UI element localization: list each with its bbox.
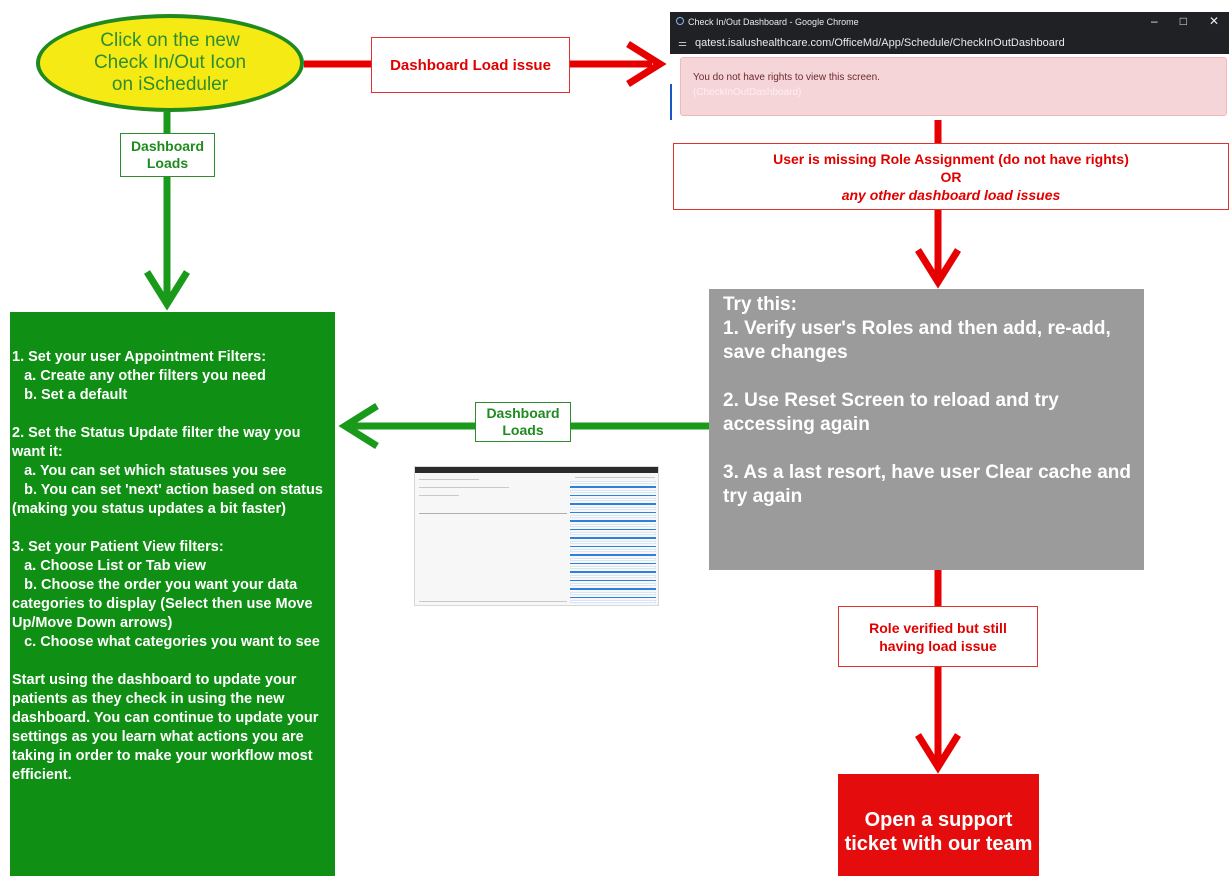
setup-paragraph: Start using the dashboard to update your… [12, 672, 323, 783]
try-this-step: 1. Verify user's Roles and then add, re-… [723, 318, 1117, 363]
arrowhead-to-setup [144, 270, 190, 311]
thumbnail-line [575, 477, 655, 478]
label-dashboard-loads-top: Dashboard Loads [120, 133, 215, 177]
try-this-heading: Try this: [723, 294, 797, 315]
label-dashboard-loads-mid: Dashboard Loads [475, 402, 571, 442]
arrowhead-to-browser [626, 41, 667, 87]
browser-window-title: Check In/Out Dashboard - Google Chrome [688, 17, 859, 27]
setup-paragraph: 2. Set the Status Update filter the way … [12, 425, 323, 517]
dashboard-thumbnail [414, 466, 659, 606]
alert-message: You do not have rights to view this scre… [693, 72, 880, 83]
window-controls: – □ ✕ [1151, 14, 1219, 28]
try-this-step: 3. As a last resort, have user Clear cac… [723, 462, 1137, 507]
setup-steps-panel: 1. Set your user Appointment Filters: a.… [10, 312, 335, 876]
label-missing-role: User is missing Role Assignment (do not … [673, 143, 1229, 210]
browser-title-bar: Check In/Out Dashboard - Google Chrome –… [670, 12, 1229, 32]
start-node-oval: Click on the new Check In/Out Icon on iS… [36, 14, 304, 112]
browser-content: You do not have rights to view this scre… [670, 54, 1229, 120]
thumbnail-line [419, 487, 509, 488]
minimize-icon[interactable]: – [1151, 14, 1158, 28]
thumbnail-category-list [570, 481, 656, 603]
maximize-icon[interactable]: □ [1179, 14, 1187, 28]
thumbnail-header-bar [415, 467, 658, 473]
setup-paragraph: 3. Set your Patient View filters: a. Cho… [12, 539, 320, 650]
setup-paragraph-spacer [12, 519, 329, 538]
close-icon[interactable]: ✕ [1208, 14, 1219, 28]
arrowhead-to-support [915, 733, 961, 774]
no-rights-alert: You do not have rights to view this scre… [680, 57, 1227, 116]
setup-paragraph-spacer [12, 652, 329, 671]
missing-role-line1: User is missing Role Assignment (do not … [773, 150, 1129, 167]
loading-spinner-icon [676, 17, 684, 25]
content-edge-accent [670, 84, 672, 120]
thumbnail-line [419, 495, 459, 496]
thumbnail-line [419, 601, 567, 602]
browser-window: Check In/Out Dashboard - Google Chrome –… [670, 12, 1229, 120]
try-this-spacer [723, 437, 1134, 461]
missing-role-line2: OR [940, 168, 962, 185]
try-this-spacer [723, 365, 1134, 389]
thumbnail-line [419, 479, 479, 480]
arrowhead-to-trythis [915, 248, 961, 289]
alert-subtext: (CheckInOutDashboard) [693, 87, 802, 98]
try-this-panel: Try this: 1. Verify user's Roles and the… [709, 289, 1144, 570]
try-this-step: 2. Use Reset Screen to reload and try ac… [723, 390, 1065, 435]
label-role-verified: Role verified but still having load issu… [838, 606, 1038, 667]
setup-paragraph: 1. Set your user Appointment Filters: a.… [12, 349, 267, 403]
arrowhead-to-setup-left [338, 403, 379, 449]
thumbnail-line [419, 513, 567, 514]
address-url[interactable]: qatest.isalushealthcare.com/OfficeMd/App… [694, 37, 1065, 49]
address-bar[interactable]: ⚌ qatest.isalushealthcare.com/OfficeMd/A… [670, 32, 1229, 54]
label-dashboard-load-issue: Dashboard Load issue [371, 37, 570, 93]
site-settings-icon[interactable]: ⚌ [678, 37, 687, 49]
missing-role-line3: any other dashboard load issues [841, 186, 1061, 203]
support-ticket-panel: Open a support ticket with our team [838, 774, 1039, 876]
setup-paragraph-spacer [12, 405, 329, 424]
